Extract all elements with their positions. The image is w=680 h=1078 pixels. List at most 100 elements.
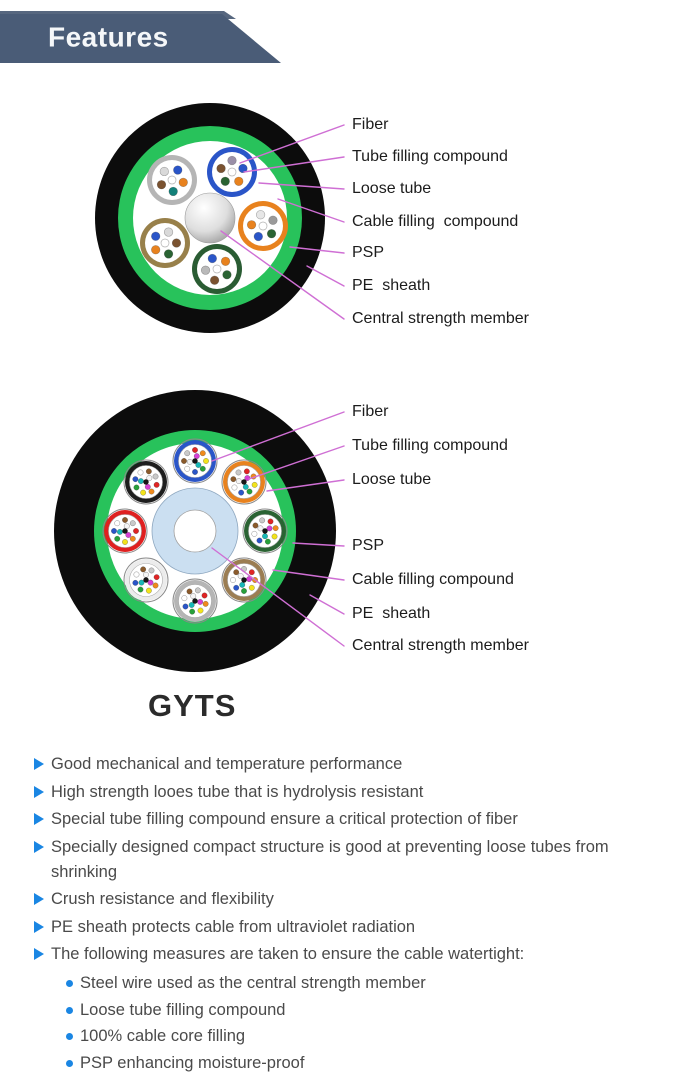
fiber <box>132 579 139 586</box>
fiber <box>133 528 139 534</box>
fiber <box>192 458 198 464</box>
fiber <box>207 253 217 264</box>
dot-bullet-icon <box>66 1033 73 1040</box>
fiber <box>163 249 174 259</box>
label-leader-line <box>266 479 345 492</box>
loose-tube-outline <box>123 459 169 505</box>
fiber <box>230 577 236 583</box>
fiber <box>258 221 268 231</box>
feature-items: Good mechanical and temperature performa… <box>34 752 650 967</box>
feature-item: Specially designed compact structure is … <box>34 835 650 885</box>
fiber <box>143 479 149 485</box>
fiber <box>264 538 271 545</box>
fiber <box>168 186 178 197</box>
fiber <box>153 574 160 581</box>
fiber <box>122 528 128 534</box>
features-list: Good mechanical and temperature performa… <box>34 752 650 1076</box>
diagram-label: Fiber <box>352 116 389 133</box>
label-leader-line <box>309 594 345 615</box>
fiber <box>199 450 206 457</box>
fiber <box>253 231 263 242</box>
fiber <box>114 520 121 527</box>
fiber <box>251 481 258 488</box>
label-leader-line <box>220 230 345 320</box>
page-title: Features <box>48 21 169 53</box>
fiber <box>262 533 268 540</box>
fiber <box>171 238 182 248</box>
fiber <box>243 468 250 475</box>
fiber <box>129 520 136 527</box>
fiber <box>231 484 238 491</box>
diagram-label: Central strength member <box>352 637 529 654</box>
fiber <box>137 586 144 593</box>
fiber <box>188 602 195 608</box>
fiber <box>200 265 211 275</box>
fiber <box>153 481 160 488</box>
feature-text: Specially designed compact structure is … <box>51 837 609 881</box>
fiber <box>267 518 274 525</box>
sub-feature-text: Loose tube filling compound <box>80 1000 286 1019</box>
triangle-bullet-icon <box>34 948 44 960</box>
fiber <box>137 478 144 485</box>
fiber <box>201 592 208 599</box>
fiber <box>148 488 155 495</box>
sub-feature-item: 100% cable core filling <box>66 1023 650 1050</box>
loose-tube-outline <box>102 508 148 554</box>
fiber <box>248 584 255 591</box>
fiber <box>241 588 247 594</box>
feature-item: The following measures are taken to ensu… <box>34 942 650 967</box>
fiber <box>181 458 187 464</box>
fiber <box>192 598 198 604</box>
fiber <box>252 522 259 529</box>
fiber <box>194 587 201 594</box>
fiber <box>138 579 145 586</box>
fiber <box>241 577 247 583</box>
feature-text: Crush resistance and flexibility <box>51 890 274 908</box>
feature-text: PE sheath protects cable from ultraviole… <box>51 917 416 936</box>
sub-feature-text: PSP enhancing moisture-proof <box>80 1053 305 1072</box>
sub-feature-item: PSP enhancing moisture-proof <box>66 1050 650 1077</box>
triangle-bullet-icon <box>34 785 44 798</box>
fiber <box>140 489 147 496</box>
fiber <box>122 517 128 523</box>
fiber <box>193 453 200 460</box>
fiber <box>189 608 196 615</box>
triangle-bullet-icon <box>34 840 44 853</box>
fiber <box>132 476 139 483</box>
fiber <box>203 458 209 464</box>
fiber <box>235 478 242 485</box>
fiber <box>242 483 249 490</box>
feature-text: The following measures are taken to ensu… <box>51 945 525 963</box>
fiber <box>133 484 140 491</box>
diagram-label: Loose tube <box>352 180 432 197</box>
diagram-label: Tube filling compound <box>352 148 508 165</box>
fiber <box>146 475 153 481</box>
fiber <box>259 517 266 524</box>
fiber <box>111 528 117 534</box>
fiber <box>160 238 170 248</box>
fiber <box>156 180 167 190</box>
fiber <box>238 163 248 174</box>
fiber <box>140 566 147 573</box>
fiber <box>190 593 197 600</box>
fiber <box>129 535 136 542</box>
fiber <box>212 264 222 274</box>
fiber <box>234 176 244 186</box>
fiber <box>143 571 149 578</box>
fiber <box>195 462 202 468</box>
fiber <box>133 571 140 578</box>
fiber <box>148 567 155 574</box>
sub-feature-text: Steel wire used as the central strength … <box>80 974 426 992</box>
triangle-bullet-icon <box>34 813 44 825</box>
fiber <box>230 476 237 483</box>
fiber <box>227 155 237 166</box>
fiber <box>199 465 206 472</box>
loose-tube-outline <box>242 508 288 554</box>
dot-bullet-icon <box>66 980 73 987</box>
sub-feature-item: Loose tube filling compound <box>66 997 650 1024</box>
fiber <box>256 537 263 544</box>
fiber <box>123 523 130 530</box>
triangle-bullet-icon <box>34 920 44 933</box>
diagram-label: Cable filling compound <box>352 571 514 588</box>
